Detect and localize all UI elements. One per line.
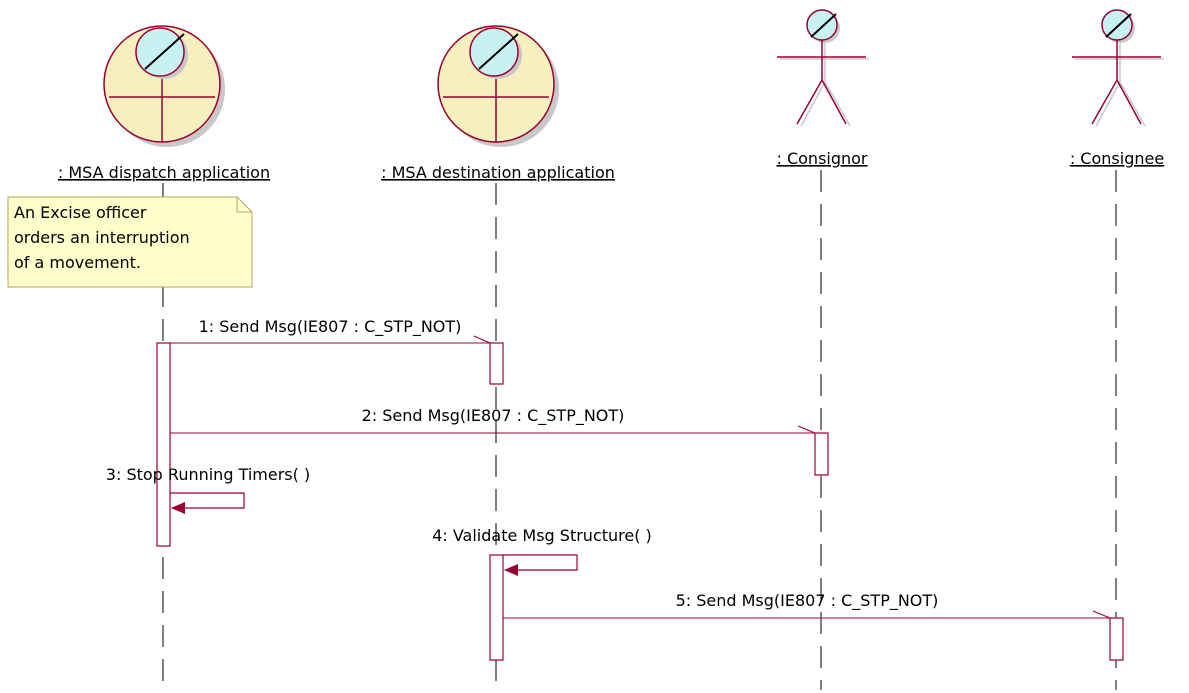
lifeline-destination-label: : MSA destination application [381, 163, 615, 182]
lifeline-consignee-label: : Consignee [1070, 149, 1164, 168]
note-line: orders an interruption [14, 228, 190, 247]
actor-icon [1072, 9, 1164, 127]
message-label: 4: Validate Msg Structure( ) [432, 526, 652, 545]
activation-bar [156, 342, 171, 547]
message-label: 5: Send Msg(IE807 : C_STP_NOT) [676, 591, 939, 611]
message-2[interactable]: 2: Send Msg(IE807 : C_STP_NOT) [170, 406, 816, 434]
message-1[interactable]: 1: Send Msg(IE807 : C_STP_NOT) [170, 317, 491, 344]
message-5[interactable]: 5: Send Msg(IE807 : C_STP_NOT) [503, 591, 1111, 619]
lifeline-consignor-label: : Consignor [776, 149, 867, 168]
message-label: 1: Send Msg(IE807 : C_STP_NOT) [199, 317, 462, 337]
activation-bar [814, 432, 829, 476]
note[interactable]: An Excise officer orders an interruption… [7, 196, 253, 288]
note-line: An Excise officer [14, 203, 147, 222]
activation-bar [489, 554, 504, 661]
message-label: 2: Send Msg(IE807 : C_STP_NOT) [362, 406, 625, 426]
lifeline-dispatch[interactable]: : MSA dispatch application [58, 25, 270, 690]
boundary-icon [437, 25, 559, 147]
lifeline-consignor[interactable]: : Consignor [776, 9, 869, 690]
message-label: 3: Stop Running Timers( ) [106, 465, 310, 484]
note-line: of a movement. [14, 253, 141, 272]
activation-bar [1109, 617, 1124, 661]
message-3[interactable]: 3: Stop Running Timers( ) [106, 465, 310, 514]
lifeline-consignee[interactable]: : Consignee [1070, 9, 1164, 690]
actor-icon [777, 9, 869, 127]
message-4[interactable]: 4: Validate Msg Structure( ) [432, 526, 652, 576]
activation-bar [489, 342, 504, 385]
boundary-icon [103, 25, 225, 147]
lifeline-destination[interactable]: : MSA destination application [381, 25, 615, 690]
lifeline-dispatch-label: : MSA dispatch application [58, 163, 270, 182]
